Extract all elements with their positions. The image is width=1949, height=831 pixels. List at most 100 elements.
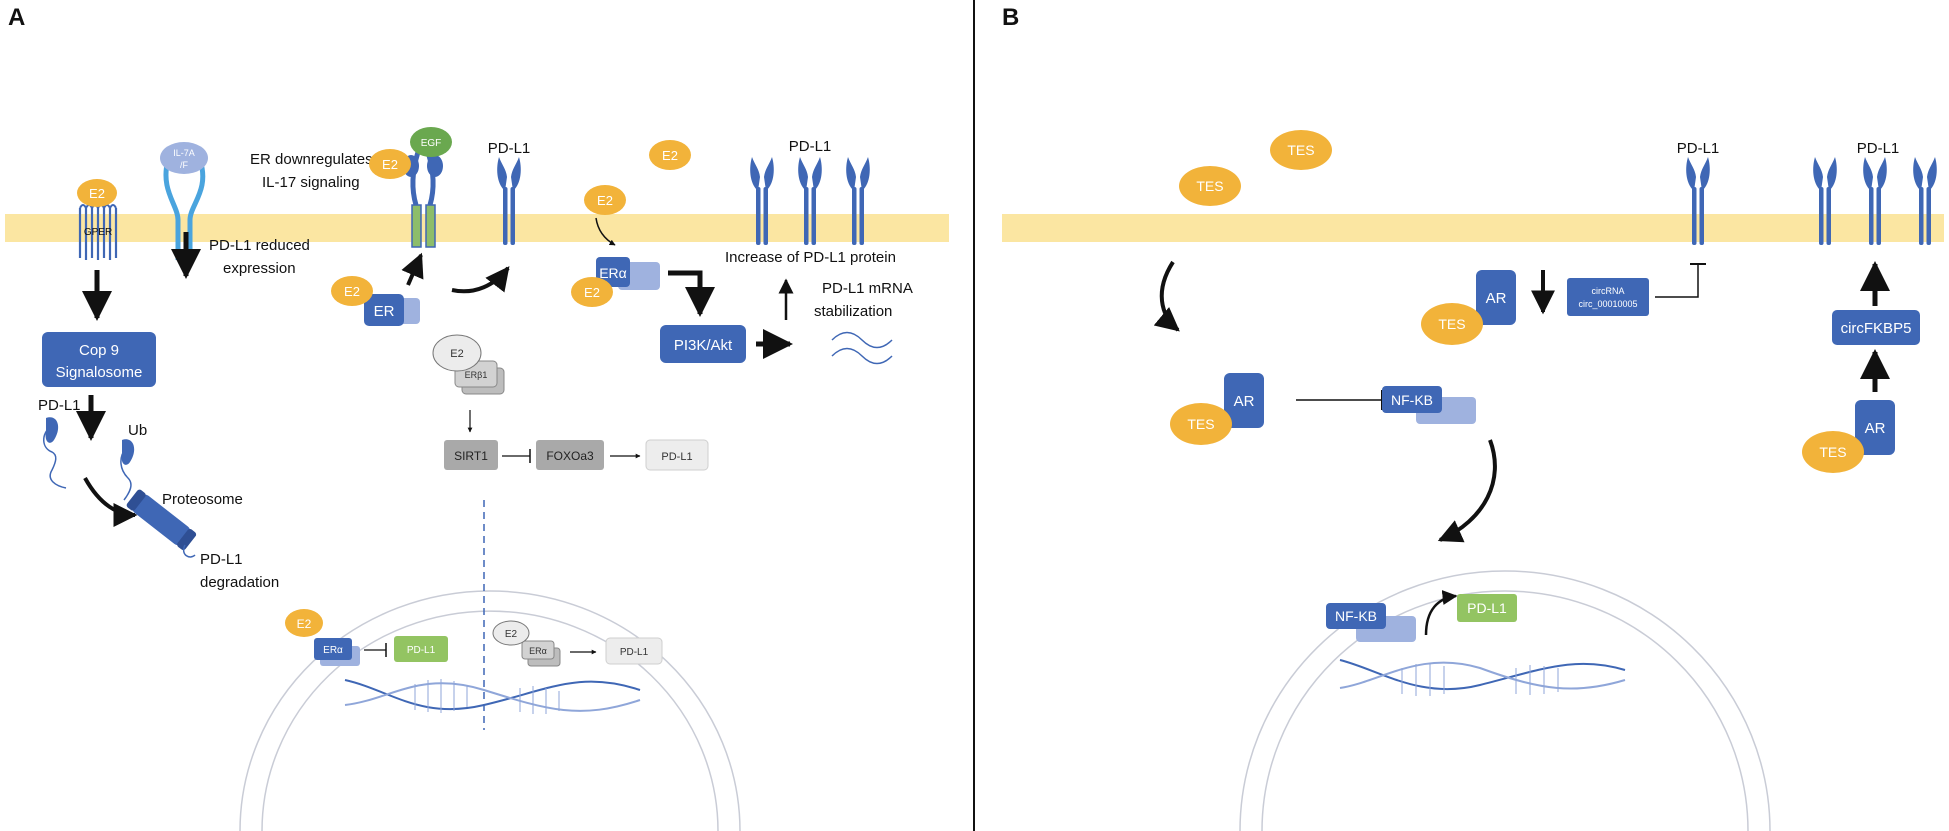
- cell-membrane-a: [5, 214, 949, 242]
- dna-helix-b: [1339, 659, 1626, 696]
- pdl1-label-center: PD-L1: [488, 140, 531, 157]
- arrow-nfkb-pdl1: [1424, 590, 1458, 636]
- proteosome: [126, 489, 197, 551]
- svg-text:TES: TES: [1438, 316, 1465, 332]
- pdl1-label-left: PD-L1: [38, 397, 81, 414]
- nucleus-inner-a: [261, 610, 719, 831]
- circrna-box: circRNA circ_00010005: [1567, 278, 1649, 316]
- svg-text:circFKBP5: circFKBP5: [1841, 320, 1912, 337]
- sirt1-box: SIRT1: [444, 440, 498, 470]
- mrna-stabilization-line2: stabilization: [814, 303, 892, 320]
- panel-b: B TES TES AR TES NF-KB: [1002, 4, 1944, 831]
- inhibit-circrna-pdl1: [1655, 264, 1699, 298]
- pdl1-label-b-center: PD-L1: [1677, 140, 1720, 157]
- nucleus-inner-b: [1261, 590, 1749, 831]
- foxo3a-box: FOXOa3: [536, 440, 604, 470]
- svg-text:PD-L1: PD-L1: [1467, 600, 1507, 616]
- cop9-signalosome: Cop 9 Signalosome: [42, 332, 156, 387]
- svg-text:E2: E2: [662, 148, 678, 163]
- panel-a: A GPER E2 IL-7A /F ER downregulates IL-1…: [5, 4, 949, 831]
- il17-note-line2: IL-17 signaling: [262, 174, 360, 191]
- svg-text:TES: TES: [1287, 142, 1314, 158]
- svg-text:AR: AR: [1234, 393, 1255, 410]
- svg-text:PD-L1: PD-L1: [407, 645, 436, 656]
- cell-membrane-b: [1002, 214, 1944, 242]
- e2-hormone: E2: [584, 185, 626, 215]
- nuclear-e2-er-alpha-complex: ERα E2: [285, 609, 360, 666]
- ar-tes-complex: AR TES: [1170, 373, 1264, 445]
- pdl1-label-right: PD-L1: [789, 138, 832, 155]
- ubiquitinated-pdl1: [120, 439, 135, 501]
- svg-text:E2: E2: [344, 284, 360, 299]
- nfkb-complex: NF-KB: [1382, 386, 1476, 424]
- panel-b-label: B: [1002, 4, 1019, 31]
- svg-text:E2: E2: [382, 157, 398, 172]
- svg-text:circRNA: circRNA: [1592, 286, 1625, 296]
- er-complex: ER E2: [331, 276, 420, 326]
- er-beta-complex: ERβ1 E2: [432, 334, 505, 395]
- il17-receptor: IL-7A /F: [160, 142, 208, 260]
- free-pdl1: [43, 417, 67, 489]
- dna-helix-a: [344, 679, 641, 714]
- gper-label: GPER: [84, 227, 112, 238]
- tes-hormone: TES: [1270, 130, 1332, 170]
- ar-tes-complex: AR TES: [1802, 400, 1895, 473]
- svg-text:circ_00010005: circ_00010005: [1578, 299, 1637, 309]
- pi3k-akt-box: PI3K/Akt: [660, 325, 746, 363]
- svg-text:FOXOa3: FOXOa3: [546, 449, 594, 463]
- svg-text:/F: /F: [180, 160, 189, 170]
- svg-text:Signalosome: Signalosome: [56, 364, 143, 381]
- gper-receptor: GPER: [78, 204, 118, 260]
- arrow-nfkb-nucleus: [1437, 439, 1497, 543]
- degradation-line1: PD-L1: [200, 551, 243, 568]
- svg-text:E2: E2: [297, 617, 312, 631]
- tes-hormone: TES: [1179, 166, 1241, 206]
- nuclear-e2-er-alpha-grey: ERα E2: [492, 620, 561, 667]
- svg-text:NF-KB: NF-KB: [1335, 608, 1377, 624]
- svg-text:TES: TES: [1196, 178, 1223, 194]
- svg-text:NF-KB: NF-KB: [1391, 392, 1433, 408]
- ar-tes-complex: AR TES: [1421, 270, 1516, 345]
- arrow-er-to-egfr: [401, 252, 424, 286]
- mrna-stabilization-line1: PD-L1 mRNA: [822, 280, 913, 297]
- arrow-to-proteosome: [83, 477, 138, 527]
- svg-text:AR: AR: [1486, 290, 1507, 307]
- svg-text:SIRT1: SIRT1: [454, 449, 488, 463]
- il17-receptor-label: IL-7A: [173, 148, 195, 158]
- svg-text:AR: AR: [1865, 420, 1886, 437]
- svg-text:E2: E2: [450, 348, 463, 360]
- pdl1-gene-green: PD-L1: [1457, 594, 1517, 622]
- er-alpha-complex: ERα E2: [571, 257, 660, 307]
- panel-a-label: A: [8, 4, 25, 31]
- svg-text:E2: E2: [597, 193, 613, 208]
- e2-hormone: E2: [649, 140, 691, 170]
- arrow-er-to-pdl1: [451, 266, 510, 294]
- degraded-tail: [183, 544, 196, 558]
- pdl1-gene-grey: PD-L1: [605, 637, 663, 665]
- il17-note-line1: ER downregulates: [250, 151, 373, 168]
- circfkbp5-box: circFKBP5: [1832, 310, 1920, 345]
- svg-text:ERβ1: ERβ1: [465, 370, 488, 380]
- svg-text:TES: TES: [1187, 416, 1214, 432]
- nucleus-outer-a: [239, 590, 741, 831]
- svg-text:PD-L1: PD-L1: [661, 451, 692, 463]
- proteosome-label: Proteosome: [162, 491, 243, 508]
- arrow-tes-entry: [1153, 260, 1180, 332]
- increase-protein-label: Increase of PD-L1 protein: [725, 249, 896, 266]
- svg-text:ERα: ERα: [529, 646, 547, 656]
- svg-text:E2: E2: [89, 186, 105, 201]
- svg-text:TES: TES: [1819, 444, 1846, 460]
- e2-hormone: E2: [369, 149, 411, 179]
- pdl1-gene-green: PD-L1: [394, 636, 448, 662]
- degradation-line2: degradation: [200, 574, 279, 591]
- reduced-expression-line2: expression: [223, 260, 296, 277]
- svg-text:E2: E2: [584, 285, 600, 300]
- svg-text:ERα: ERα: [599, 265, 627, 281]
- ub-label: Ub: [128, 422, 147, 439]
- nuclear-nfkb-complex: NF-KB: [1326, 603, 1416, 642]
- arrow-e2-entry: [595, 217, 616, 246]
- arrow-er-alpha-pi3k: [668, 270, 715, 317]
- pdl1-gene-box: PD-L1: [645, 439, 709, 471]
- svg-text:E2: E2: [505, 629, 518, 640]
